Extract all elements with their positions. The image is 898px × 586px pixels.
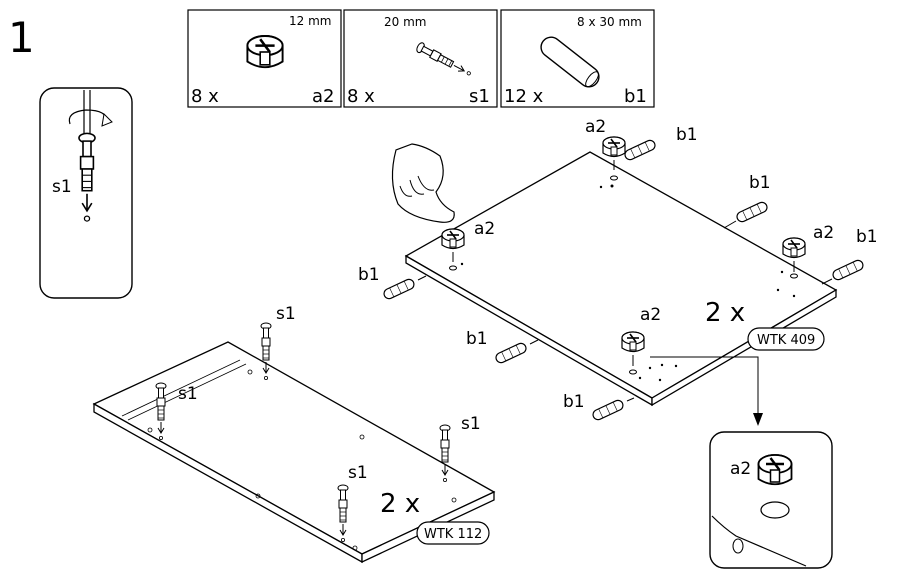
part-size: 8 x 30 mm — [577, 15, 642, 29]
label-a2: a2 — [585, 117, 606, 137]
cam-lock-icon — [757, 453, 793, 486]
label-b1: b1 — [358, 265, 380, 285]
panel-multiplier: 2 x — [380, 489, 420, 519]
label-a2: a2 — [474, 219, 495, 239]
panel-wtk-409: a2 a2 a2 a2 b1 b1 b1 b1 b1 b1 2 x WTK 40… — [358, 117, 878, 426]
panel-wtk-112: s1 s1 s1 s1 2 x WTK 112 — [92, 304, 496, 564]
dowel-icon — [830, 258, 866, 282]
label-b1: b1 — [676, 125, 698, 145]
inset-label: s1 — [52, 177, 72, 197]
inset-screw-bolt: s1 — [39, 87, 133, 299]
inset-cam-detail: a2 — [709, 431, 833, 569]
cam-lock-icon — [441, 228, 465, 250]
hand-icon — [391, 143, 455, 223]
label-s1: s1 — [348, 463, 368, 483]
part-code: b1 — [624, 86, 647, 107]
part-code: a2 — [312, 86, 334, 107]
part-qty: 12 x — [504, 86, 544, 107]
cam-lock-icon — [602, 136, 626, 158]
inset-label: a2 — [730, 459, 751, 479]
label-s1: s1 — [461, 414, 481, 434]
panel-tag: WTK 409 — [757, 333, 815, 348]
label-a2: a2 — [640, 305, 661, 325]
label-b1: b1 — [563, 392, 585, 412]
dowel-icon — [590, 398, 626, 422]
label-s1: s1 — [178, 384, 198, 404]
label-b1: b1 — [856, 227, 878, 247]
label-a2: a2 — [813, 223, 834, 243]
cam-lock-icon — [782, 237, 806, 259]
dowel-icon — [622, 138, 658, 162]
parts-box-b1: 8 x 30 mm 12 x b1 — [500, 9, 655, 108]
cam-lock-icon — [246, 34, 284, 69]
part-size: 12 mm — [289, 14, 331, 28]
dowel-icon — [734, 200, 770, 224]
cam-lock-icon — [621, 331, 645, 353]
label-b1: b1 — [466, 329, 488, 349]
part-qty: 8 x — [191, 86, 219, 107]
part-code: s1 — [469, 86, 490, 107]
parts-box-s1: 20 mm 8 x s1 — [343, 9, 498, 108]
dowel-icon — [540, 36, 600, 88]
parts-box-a2: 12 mm 8 x a2 — [187, 9, 342, 108]
part-qty: 8 x — [347, 86, 375, 107]
panel-tag: WTK 112 — [424, 527, 482, 542]
label-s1: s1 — [276, 304, 296, 324]
dowel-icon — [381, 277, 417, 301]
step-number: 1 — [8, 13, 35, 62]
label-b1: b1 — [749, 173, 771, 193]
part-size: 20 mm — [384, 15, 426, 29]
dowel-icon — [493, 341, 529, 365]
panel-multiplier: 2 x — [705, 298, 745, 328]
